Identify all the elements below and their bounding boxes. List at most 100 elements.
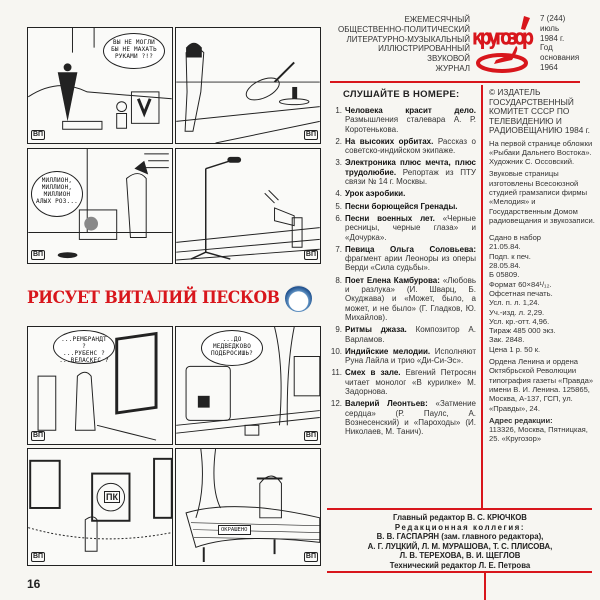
item-number: 8.	[335, 275, 342, 285]
bubble-line: ...ВЕЛАСКЕС ?	[59, 357, 109, 364]
item-title: Человека красит дело.	[345, 106, 476, 115]
item-description: фрагмент арии Леоноры из оперы Верди «Си…	[345, 254, 476, 273]
museum-painting-drawing	[37, 331, 158, 441]
speech-bubble: ...РЕМБРАНДТ ?...РУБЕНС ?...ВЕЛАСКЕС ?	[53, 330, 115, 364]
publisher: © ИЗДАТЕЛЬ ГОСУДАРСТВЕННЫЙ КОМИТЕТ СССР …	[489, 87, 590, 135]
item-number: 4.	[335, 189, 342, 199]
bubble-line: АЛЫХ РОЗ...	[36, 198, 78, 205]
divider	[484, 573, 486, 600]
krugozor-logo: кругозор	[472, 16, 536, 74]
divider	[330, 81, 580, 83]
bubble-line: ...РЕМБРАНДТ ?	[61, 336, 107, 350]
artist-signature: ВП	[303, 250, 318, 260]
item-title: Певица Ольга Соловьева:	[345, 244, 476, 254]
metro-bus-drawing	[176, 327, 320, 436]
contents-item: 3.Электроника плюс мечта, плюс трудолюби…	[330, 158, 476, 186]
item-description: «Любовь и разлука» (И. Шварц, Б. Окуджав…	[345, 275, 476, 322]
chief-editor: Главный редактор В. С. КРЮЧКОВ	[393, 513, 527, 522]
contents-item: 1.Человека красит дело. Размышления стал…	[330, 106, 476, 134]
tech-line: 21.05.84.	[489, 242, 521, 252]
tech-line: Усл. кр.-отт. 4,96.	[489, 316, 550, 326]
item-text: Ритмы джаза. Композитор А. Варламов.	[345, 325, 476, 344]
item-text: Валерий Леонтьев: «Затмение сердца» (Р. …	[345, 399, 476, 436]
contents-item: 11.Смех в зале. Евгений Петросян читает …	[330, 368, 476, 396]
item-number: 12.	[330, 399, 342, 409]
editorial-credits: Главный редактор В. С. КРЮЧКОВ Редакцион…	[330, 513, 590, 570]
microphone-drawing	[176, 156, 320, 261]
painting-initials: ПК	[104, 491, 120, 503]
item-number: 9.	[335, 325, 342, 335]
item-number: 6.	[335, 213, 342, 223]
item-number: 3.	[335, 158, 342, 168]
bubble-line: ...ДО	[222, 336, 242, 343]
page-number: 16	[27, 577, 41, 591]
item-title: Индийские мелодии.	[345, 346, 431, 356]
artist-signature: ВП	[31, 250, 46, 260]
tech-line: Тираж 485 000 экз.	[489, 326, 556, 336]
issue-year: 1984 г.	[540, 33, 565, 43]
printer: Ордена Ленина и ордена Октябрьской Револ…	[489, 357, 594, 413]
item-title: Ритмы джаза.	[345, 325, 407, 335]
item-description: «Затмение сердца» (Р. Паулс, А. Вознесен…	[345, 399, 476, 437]
item-description: Исполняют Руна Лайла и трио «Ди-Си-Эс».	[345, 346, 476, 366]
item-text: Песни военных лет. «Черные ресницы, черн…	[345, 214, 476, 242]
item-number: 10.	[330, 346, 342, 356]
contents-list: 1.Человека красит дело. Размышления стал…	[330, 106, 476, 440]
item-number: 2.	[335, 136, 342, 146]
contents-item: 5.Песни борющейся Гренады.	[330, 202, 476, 211]
comic-panel-bench: ОКРАШЕНО ВП	[175, 448, 321, 566]
artist-signature: ВП	[31, 130, 46, 140]
item-number: 7.	[335, 244, 342, 254]
issue-info: 7 (244) июль 1984 г. Год основания 1964	[540, 14, 579, 73]
wet-paint-sign: ОКРАШЕНО	[218, 525, 251, 535]
item-text: Песни борющейся Гренады.	[345, 202, 458, 211]
bubble-line: МЕДВЕДКОВО	[212, 343, 252, 350]
item-description: Композитор А. Варламов.	[345, 325, 476, 344]
divider	[327, 571, 592, 573]
comic-panel-gallery-pk: ПК ПК ВП	[27, 448, 173, 566]
board-line: Л. В. ТЕРЕХОВА, В. И. ЩЕГЛОВ	[399, 551, 521, 560]
tech-line: Б 05809.	[489, 270, 520, 280]
contents-heading: СЛУШАЙТЕ В НОМЕРЕ:	[343, 89, 460, 100]
item-title: На высоких орбитах.	[345, 136, 434, 146]
item-description: Евгений Петросян читает монолог «В курил…	[345, 368, 476, 397]
item-text: Урок аэробики.	[345, 189, 405, 198]
artist-signature: ВП	[303, 431, 318, 441]
bubble-line: МИЛЛИОН,	[41, 184, 73, 191]
artist-signature: ВП	[303, 552, 318, 562]
item-text: Певица Ольга Соловьева: фрагмент арии Ле…	[345, 245, 476, 273]
item-number: 5.	[335, 201, 342, 211]
tech-line: Усл. п. л. 1,24.	[489, 298, 540, 308]
tech-line: Зак. 2848.	[489, 335, 525, 345]
street-musician-drawing	[28, 149, 172, 259]
tech-line: Офсетная печать.	[489, 288, 553, 298]
bubble-line: БЫ НЕ МАХАТЬ	[111, 46, 157, 53]
masthead-line: ЕЖЕМЕСЯЧНЫЙ	[404, 15, 470, 24]
sound-credit: Звуковые страницы изготовлены Всесоюзной…	[489, 169, 595, 225]
masthead-line: ЗВУКОВОЙ	[427, 54, 470, 64]
guitar-drawing	[176, 42, 320, 143]
item-title: Песни борющейся Гренады.	[345, 201, 458, 211]
masthead-line: ЖУРНАЛ	[435, 63, 470, 73]
board-line: В. В. ГАСПАРЯН (зам. главного редактора)…	[376, 532, 544, 541]
bench-drawing	[185, 449, 320, 563]
board-label: Редакционная коллегия:	[394, 522, 526, 532]
item-number: 1.	[335, 106, 342, 115]
conductor-drawing	[28, 28, 172, 130]
divider	[327, 508, 592, 510]
tech-line: Формат 60×84¹/₁₂.	[489, 279, 552, 289]
divider	[481, 85, 483, 510]
masthead-line: ЛИТЕРАТУРНО-МУЗЫКАЛЬНЫЙ	[346, 34, 470, 44]
item-text: Человека красит дело. Размышления сталев…	[345, 106, 476, 134]
contents-item: 2.На высоких орбитах. Рассказ о советско…	[330, 137, 476, 156]
item-title: Смех в зале.	[345, 368, 401, 378]
artist-signature: ВП	[31, 552, 46, 562]
item-description: Рассказ о советско-индийском экипаже.	[345, 136, 476, 156]
contents-item: 4.Урок аэробики.	[330, 189, 476, 198]
comic-panel-guitar: ВП	[175, 27, 321, 144]
